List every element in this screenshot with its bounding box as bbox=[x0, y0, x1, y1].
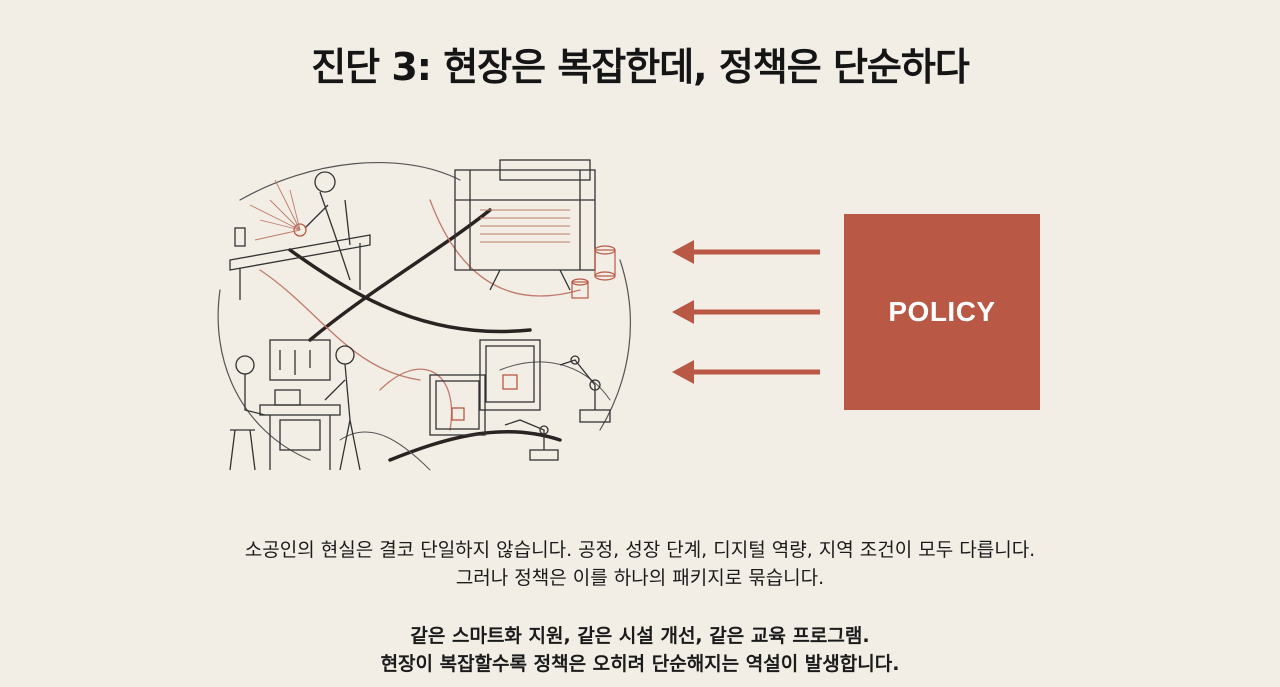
body-line-4: 현장이 복잡할수록 정책은 오히려 단순해지는 역설이 발생합니다. bbox=[380, 653, 900, 675]
body-line-1: 소공인의 현실은 결코 단일하지 않습니다. 공정, 성장 단계, 디지털 역량… bbox=[244, 539, 1036, 561]
body-line-3: 같은 스마트화 지원, 같은 시설 개선, 같은 교육 프로그램. bbox=[410, 625, 870, 647]
loom-icon bbox=[454, 159, 596, 291]
body-line-2: 그러나 정책은 이를 하나의 패키지로 묶습니다. bbox=[455, 567, 825, 589]
thread-spool-icon bbox=[571, 245, 616, 299]
arrow-left-icon bbox=[672, 360, 820, 384]
3d-printer-icon bbox=[429, 339, 541, 436]
workshop-icon bbox=[229, 339, 361, 471]
policy-label: POLICY bbox=[888, 296, 996, 327]
page-title: 진단 3: 현장은 복잡한데, 정책은 단순하다 bbox=[311, 45, 970, 89]
welder-icon bbox=[229, 171, 371, 300]
policy-box: POLICY bbox=[844, 214, 1040, 410]
arrow-left-icon bbox=[672, 240, 820, 264]
arrow-left-icon bbox=[672, 300, 820, 324]
policy-arrows bbox=[672, 240, 820, 384]
workshop-illustration bbox=[217, 159, 632, 471]
robot-arm-icon bbox=[504, 355, 611, 461]
